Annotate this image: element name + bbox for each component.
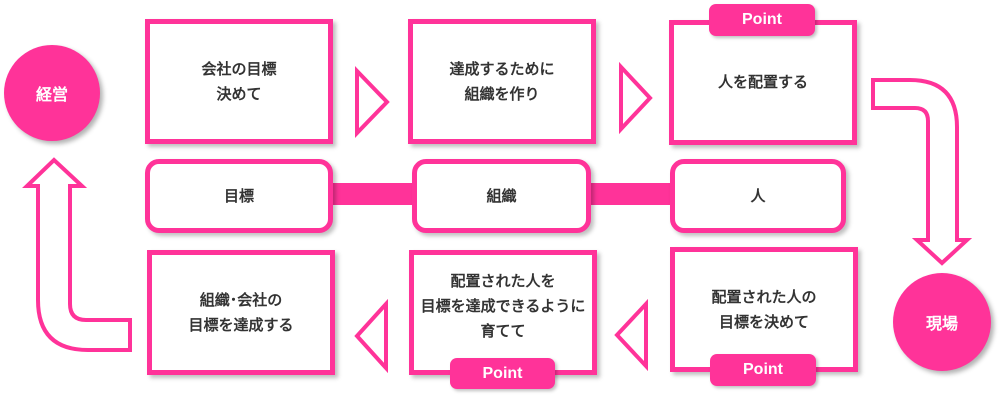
point-badge: Point bbox=[710, 354, 816, 386]
step-achieve-goals: 組織･会社の 目標を達成する bbox=[147, 250, 335, 375]
field-node: 現場 bbox=[893, 273, 991, 371]
down-arrow-icon bbox=[871, 78, 973, 266]
right-triangle-icon bbox=[619, 61, 653, 135]
up-arrow-icon bbox=[22, 157, 132, 352]
step-build-organization: 達成するために 組織を作り bbox=[408, 19, 596, 144]
pillar-organization: 組織 bbox=[412, 159, 591, 233]
right-triangle-icon bbox=[355, 66, 390, 138]
point-badge: Point bbox=[450, 358, 555, 389]
step-develop-people: 配置された人を 目標を達成できるように 育てて bbox=[409, 250, 597, 375]
pillar-goal: 目標 bbox=[145, 159, 333, 233]
left-triangle-icon bbox=[614, 298, 648, 372]
pillar-people: 人 bbox=[670, 159, 846, 233]
management-node: 経営 bbox=[4, 45, 100, 141]
left-triangle-icon bbox=[354, 298, 388, 374]
point-badge: Point bbox=[709, 4, 815, 36]
connector-bar bbox=[588, 183, 672, 205]
step-assign-people: 人を配置する bbox=[669, 20, 857, 145]
connector-bar bbox=[330, 183, 414, 205]
step-set-company-goal: 会社の目標 決めて bbox=[145, 19, 333, 144]
step-set-individual-goals: 配置された人の 目標を決めて bbox=[670, 247, 858, 372]
